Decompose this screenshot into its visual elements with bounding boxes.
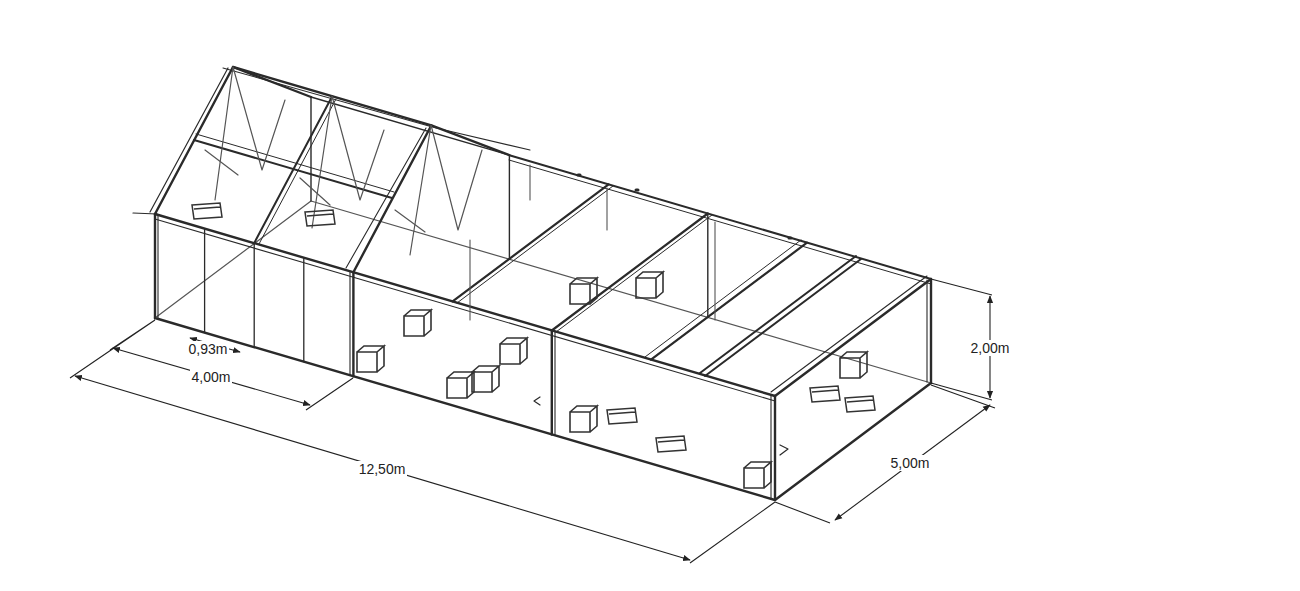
dimension-label: 5,00m — [889, 455, 932, 471]
dimension-lines — [70, 279, 995, 563]
tent-frame — [133, 67, 931, 500]
dimension-label: 12,50m — [357, 461, 408, 477]
dimension-label: 0,93m — [187, 341, 230, 357]
dimension-label: 2,00m — [969, 340, 1012, 356]
dimension-label: 4,00m — [190, 369, 233, 385]
crates — [192, 203, 875, 488]
